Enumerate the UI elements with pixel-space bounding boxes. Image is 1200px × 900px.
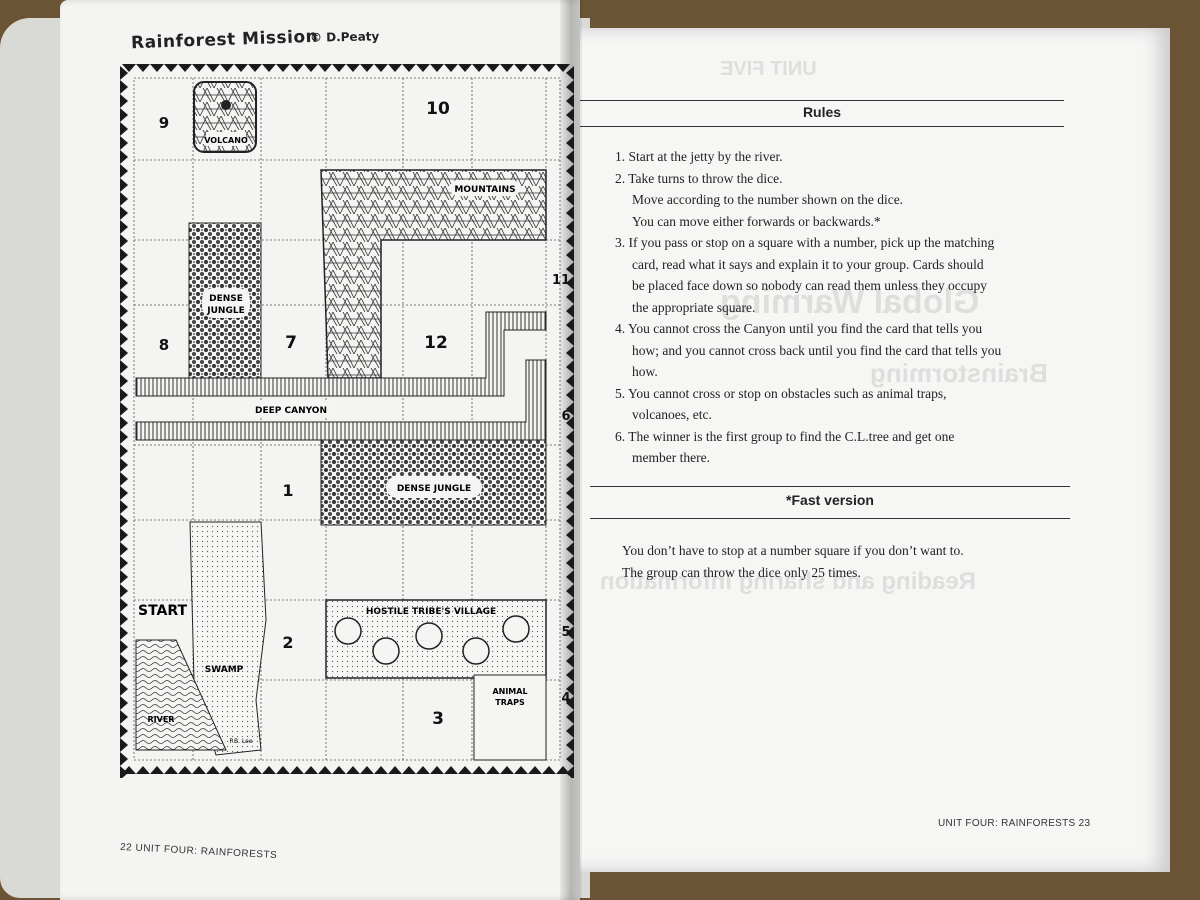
page-footer-right: UNIT FOUR: RAINFORESTS 23	[938, 818, 1091, 829]
rule-line: 3. If you pass or stop on a square with …	[615, 235, 995, 250]
rules-heading: Rules	[802, 104, 842, 120]
rule-line: 4. You cannot cross the Canyon until you…	[615, 321, 983, 336]
square-number-7: 7	[285, 333, 297, 353]
right-page: UNIT FIVE Global Warming Brainstorming R…	[570, 28, 1170, 872]
mountains-label: MOUNTAINS	[454, 185, 515, 195]
game-board-map: VOLCANO MOUNTAINS DENSE JUNGLE DEEP CANY…	[120, 64, 574, 778]
animal-traps-label-2: TRAPS	[495, 698, 525, 707]
rule-line: 2. Take turns to throw the dice.	[615, 170, 783, 186]
square-number-6: 6	[561, 409, 570, 424]
triangle-border	[120, 64, 574, 778]
map-credit: © D.Peaty	[309, 29, 380, 45]
square-number-2: 2	[282, 633, 293, 652]
rule-line: how; and you cannot cross back until you…	[632, 342, 1002, 358]
hostile-village-label: HOSTILE TRIBE'S VILLAGE	[366, 607, 496, 617]
fast-version-line: You don’t have to stop at a number squar…	[622, 543, 964, 558]
animal-traps-label-1: ANIMAL	[492, 687, 527, 696]
square-number-4: 4	[561, 691, 570, 706]
rule-line: 1. Start at the jetty by the river.	[615, 149, 783, 164]
rules-list: 1. Start at the jetty by the river. 2. T…	[615, 146, 1065, 469]
square-number-11: 11	[552, 273, 570, 288]
fast-version-text: You don’t have to stop at a number squar…	[622, 540, 1062, 583]
rule-line: the appropriate square.	[632, 299, 756, 315]
hostile-village-icon: HOSTILE TRIBE'S VILLAGE	[325, 599, 547, 679]
swamp-label: SWAMP	[205, 665, 244, 675]
rule-line: card, read what it says and explain it t…	[632, 256, 984, 272]
deep-canyon-label: DEEP CANYON	[255, 406, 327, 416]
river-label: RIVER	[148, 715, 175, 724]
square-number-3: 3	[432, 709, 444, 729]
rule-line: Move according to the number shown on th…	[632, 192, 904, 207]
show-through-unit: UNIT FIVE	[720, 58, 817, 80]
dense-jungle-label-1: DENSE	[209, 294, 243, 304]
rule-line: 5. You cannot cross or stop on obstacles…	[615, 385, 947, 401]
fast-version-top-rule	[590, 486, 1070, 487]
square-number-8: 8	[159, 336, 169, 354]
square-number-12: 12	[424, 333, 448, 353]
square-number-1: 1	[282, 481, 293, 500]
volcano-icon: VOLCANO	[193, 81, 257, 153]
fast-version-bottom-rule	[590, 518, 1070, 519]
square-number-5: 5	[561, 625, 570, 640]
rule-line: volcanoes, etc.	[632, 407, 712, 422]
dense-jungle-icon: DENSE JUNGLE	[188, 222, 262, 382]
signature: P.B. Lee	[229, 738, 252, 745]
canyon-icon: DEEP CANYON	[135, 311, 547, 441]
start-label: START	[138, 603, 188, 619]
fast-version-line: The group can throw the dice only 25 tim…	[622, 564, 861, 580]
fast-version-heading: *Fast version	[786, 492, 874, 508]
dense-jungle-bottom-icon: DENSE JUNGLE	[320, 439, 547, 526]
volcano-label: VOLCANO	[204, 136, 248, 145]
rule-line: member there.	[632, 450, 710, 465]
dense-jungle-label-2: JUNGLE	[206, 306, 244, 316]
rule-line: 6. The winner is the first group to find…	[615, 428, 955, 444]
rule-line: how.	[632, 364, 658, 379]
rules-bottom-rule	[580, 126, 1064, 127]
rule-line: You can move either forwards or backward…	[632, 213, 881, 229]
square-number-9: 9	[159, 114, 169, 132]
rule-line: be placed face down so nobody can read t…	[632, 278, 988, 293]
rules-top-rule	[580, 100, 1064, 101]
dense-jungle-bottom-label: DENSE JUNGLE	[397, 484, 471, 494]
square-number-10: 10	[426, 99, 450, 119]
river-icon: RIVER P.B. Lee	[135, 639, 253, 751]
animal-traps-icon: ANIMAL TRAPS	[473, 674, 547, 761]
